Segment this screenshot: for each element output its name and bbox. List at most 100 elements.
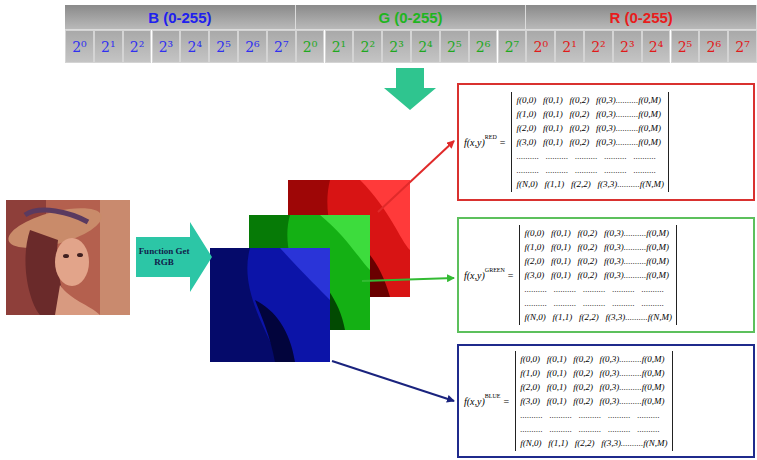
blue-channel — [210, 248, 330, 362]
bit-weight: 2⁴ — [418, 39, 433, 55]
channel-superscript: BLUE — [485, 393, 501, 399]
bit-cell: 2⁰ — [296, 30, 325, 63]
matrix-row: f(2,0) f(0,1) f(0,2) f(0,3)..........f(0… — [524, 254, 671, 268]
matrix-name: f(x,y)RED= — [464, 137, 505, 148]
down-arrow — [384, 68, 436, 110]
function-name: f(x,y) — [464, 396, 485, 407]
bit-weight: 2³ — [159, 39, 174, 55]
bit-cell: 2¹ — [94, 30, 123, 63]
bit-weight: 2⁰ — [303, 39, 318, 55]
lena-photo — [4, 200, 130, 315]
matrix-row: f(1,0) f(0,1) f(0,2) f(0,3)..........f(0… — [524, 240, 671, 254]
function-arrow: Function Get RGB — [136, 222, 212, 292]
bit-cell: 2⁰ — [65, 30, 94, 63]
bit-cell: 2⁵ — [440, 30, 469, 63]
matrix-row: f(3,0) f(0,1) f(0,2) f(0,3)..........f(0… — [520, 394, 667, 408]
bit-weight: 2² — [360, 39, 375, 55]
bit-weight: 2² — [591, 39, 606, 55]
matrix-name: f(x,y)BLUE= — [464, 396, 509, 407]
bit-weight: 2⁶ — [706, 39, 721, 55]
bit-cell: 2¹ — [555, 30, 584, 63]
matrix-body: f(0,0) f(0,1) f(0,2) f(0,3)..........f(0… — [511, 92, 668, 192]
equals-sign: = — [500, 137, 506, 148]
bit-cell: 2⁷ — [267, 30, 296, 63]
green-arrow — [362, 278, 454, 281]
bit-cell: 2² — [353, 30, 382, 63]
matrix-box: f(x,y)BLUE= f(0,0) f(0,1) f(0,2) f(0,3)..… — [457, 344, 755, 458]
function-label: Function Get RGB — [138, 246, 190, 268]
matrix-row: f(N,0) f(1,1) f(2,2) f(3,3)..........f(N… — [524, 310, 671, 324]
bit-weight: 2⁵ — [447, 39, 462, 55]
matrix-row: .......... .......... .......... .......… — [520, 408, 667, 422]
bit-weight: 2³ — [620, 39, 635, 55]
matrix-box: f(x,y)RED= f(0,0) f(0,1) f(0,2) f(0,3)...… — [457, 83, 755, 201]
matrix-row: f(N,0) f(1,1) f(2,2) f(3,3)..........f(N… — [520, 436, 667, 450]
bit-cell: 2³ — [613, 30, 642, 63]
bit-weight: 2⁴ — [187, 39, 202, 55]
bit-weight: 2⁶ — [476, 39, 491, 55]
channel-heading: B (0-255) — [148, 9, 211, 26]
channel-heading: R (0-255) — [609, 9, 672, 26]
arrow-shape — [136, 222, 212, 292]
matrix-row: .......... .......... .......... .......… — [524, 296, 671, 310]
matrix-row: f(3,0) f(0,1) f(0,2) f(0,3)..........f(0… — [524, 268, 671, 282]
bit-cell: 2³ — [382, 30, 411, 63]
bit-cell: 2⁶ — [238, 30, 267, 63]
bit-weight: 2⁵ — [678, 39, 693, 55]
equals-sign: = — [504, 396, 510, 407]
arrow-text-area: Function Get RGB — [138, 238, 190, 276]
bit-weight: 2² — [130, 39, 145, 55]
bit-weight: 2⁷ — [274, 39, 289, 55]
bit-cell: 2⁷ — [728, 30, 757, 63]
matrix-row: .......... .......... .......... .......… — [520, 422, 667, 436]
bit-cell: 2⁴ — [411, 30, 440, 63]
bit-weight: 2³ — [389, 39, 404, 55]
channel-heading: G (0-255) — [378, 9, 442, 26]
channel-band: R (0-255) — [526, 5, 757, 30]
bit-cell: 2² — [123, 30, 152, 63]
bit-weight: 2¹ — [101, 39, 116, 55]
function-name: f(x,y) — [464, 270, 485, 281]
matrix-row: f(1,0) f(0,1) f(0,2) f(0,3)..........f(0… — [520, 366, 667, 380]
channel-superscript: GREEN — [485, 267, 505, 273]
matrix-row: .......... .......... .......... .......… — [516, 163, 663, 177]
bit-cell: 2⁰ — [526, 30, 555, 63]
matrix-body: f(0,0) f(0,1) f(0,2) f(0,3)..........f(0… — [515, 351, 672, 451]
bit-cell: 2⁵ — [671, 30, 700, 63]
channel-superscript: RED — [485, 134, 497, 140]
bit-weight: 2⁷ — [735, 39, 750, 55]
channel-band: B (0-255) — [65, 5, 296, 30]
bit-weight: 2⁶ — [245, 39, 260, 55]
bit-weight: 2⁴ — [649, 39, 664, 55]
matrix-row: f(N,0) f(1,1) f(2,2) f(3,3)..........f(N… — [516, 177, 663, 191]
bit-cell: 2⁷ — [498, 30, 527, 63]
bit-cell: 2⁵ — [209, 30, 238, 63]
matrix-row: f(0,0) f(0,1) f(0,2) f(0,3)..........f(0… — [516, 93, 663, 107]
matrix-row: f(2,0) f(0,1) f(0,2) f(0,3)..........f(0… — [516, 121, 663, 135]
bit-cell: 2⁴ — [180, 30, 209, 63]
bit-weight: 2⁰ — [533, 39, 548, 55]
matrix-row: f(3,0) f(0,1) f(0,2) f(0,3)..........f(0… — [516, 135, 663, 149]
blue-arrow — [332, 361, 454, 401]
matrix-row: f(2,0) f(0,1) f(0,2) f(0,3)..........f(0… — [520, 380, 667, 394]
matrix-row: .......... .......... .......... .......… — [524, 282, 671, 296]
bit-cell: 2⁴ — [642, 30, 671, 63]
function-name: f(x,y) — [464, 137, 485, 148]
matrix-row: .......... .......... .......... .......… — [516, 149, 663, 163]
matrix-body: f(0,0) f(0,1) f(0,2) f(0,3)..........f(0… — [519, 225, 676, 325]
arrow-body — [136, 222, 212, 292]
channel-band: G (0-255) — [296, 5, 527, 30]
bit-cell: 2¹ — [325, 30, 354, 63]
matrix-row: f(1,0) f(0,1) f(0,2) f(0,3)..........f(0… — [516, 107, 663, 121]
bit-cell: 2⁶ — [469, 30, 498, 63]
bit-cell: 2² — [584, 30, 613, 63]
matrix-row: f(0,0) f(0,1) f(0,2) f(0,3)..........f(0… — [520, 352, 667, 366]
matrix-box: f(x,y)GREEN= f(0,0) f(0,1) f(0,2) f(0,3).… — [457, 217, 755, 333]
bit-weight: 2⁷ — [505, 39, 520, 55]
bit-weight: 2¹ — [562, 39, 577, 55]
equals-sign: = — [508, 270, 514, 281]
matrix-row: f(0,0) f(0,1) f(0,2) f(0,3)..........f(0… — [524, 226, 671, 240]
bit-cell: 2³ — [152, 30, 181, 63]
red-arrow — [378, 141, 454, 212]
bit-weight: 2¹ — [332, 39, 347, 55]
